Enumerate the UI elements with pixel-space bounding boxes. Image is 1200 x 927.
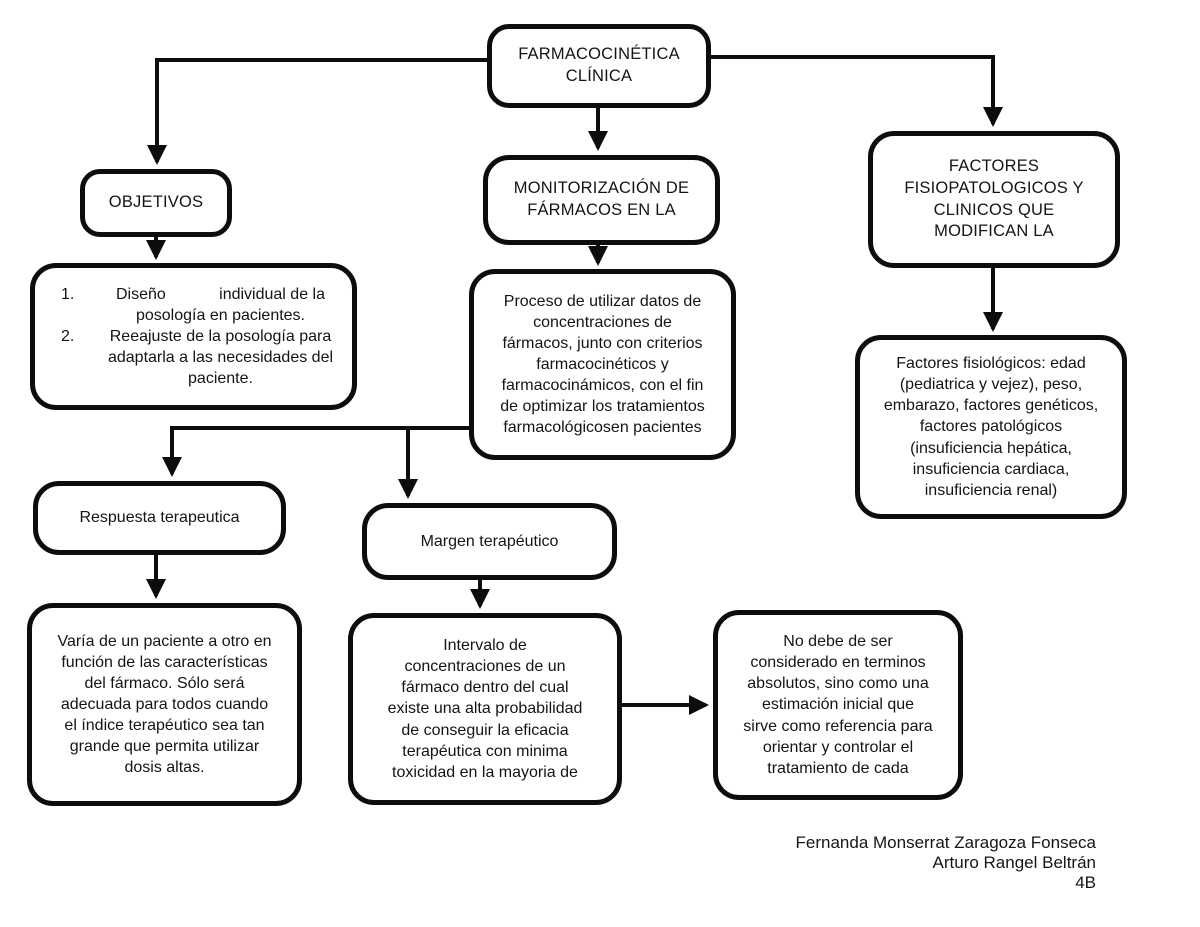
list-item: 2. Reeajuste de la posología para adapta… — [45, 326, 342, 389]
list-marker: 2. — [61, 327, 75, 345]
node-monitorizacion-label: MONITORIZACIÓN DE FÁRMACOS EN LA — [513, 179, 690, 219]
node-monitorizacion: MONITORIZACIÓN DE FÁRMACOS EN LA — [483, 155, 720, 245]
group-label: 4B — [1075, 873, 1096, 893]
node-margen-detail: Intervalo de concentraciones de un fárma… — [348, 613, 622, 805]
connector-title-factores — [711, 55, 1003, 127]
objetivos-list: 1. Diseño individual de la posología en … — [45, 284, 342, 390]
connector-proceso-respuesta — [162, 426, 469, 477]
node-objetivos: OBJETIVOS — [80, 169, 232, 237]
node-title-label: FARMACOCINÉTICA CLÍNICA — [518, 45, 680, 85]
node-margen-label: Margen terapéutico — [420, 532, 559, 550]
author-line-2: Arturo Rangel Beltrán — [932, 853, 1096, 873]
connector-title-objetivos — [147, 58, 487, 165]
list-item: 1. Diseño individual de la posología en … — [45, 284, 342, 326]
node-factores-label: FACTORES FISIOPATOLOGICOS Y CLINICOS QUE… — [904, 156, 1084, 241]
node-respuesta-detail: Varía de un paciente a otro en función d… — [27, 603, 302, 806]
node-respuesta-terapeutica: Respuesta terapeutica — [33, 481, 286, 555]
node-margen-terapeutico: Margen terapéutico — [362, 503, 617, 580]
node-proceso-detail: Proceso de utilizar datos de concentraci… — [469, 269, 736, 460]
node-respuesta-label: Respuesta terapeutica — [79, 509, 240, 527]
node-factores-detail: Factores fisiológicos: edad (pediatrica … — [855, 335, 1127, 519]
node-farmacocinetica-clinica: FARMACOCINÉTICA CLÍNICA — [487, 24, 711, 108]
node-margen-nota: No debe de ser considerado en terminos a… — [713, 610, 963, 800]
node-factores: FACTORES FISIOPATOLOGICOS Y CLINICOS QUE… — [868, 131, 1120, 268]
node-respuesta-text: Varía de un paciente a otro en función d… — [57, 632, 272, 777]
node-margen-nota-text: No debe de ser considerado en terminos a… — [743, 633, 933, 777]
list-text: Reeajuste de la posología para adaptarla… — [107, 327, 334, 388]
list-marker: 1. — [61, 285, 75, 303]
list-text: Diseño individual de la posología en pac… — [116, 285, 325, 324]
node-objetivos-label: OBJETIVOS — [108, 193, 204, 212]
node-factores-text: Factores fisiológicos: edad (pediatrica … — [883, 355, 1099, 499]
footer-credits: Fernanda Monserrat Zaragoza Fonseca Artu… — [796, 833, 1097, 893]
author-line-1: Fernanda Monserrat Zaragoza Fonseca — [795, 833, 1097, 852]
node-objetivos-detail: 1. Diseño individual de la posología en … — [30, 263, 357, 410]
node-margen-text: Intervalo de concentraciones de un fárma… — [387, 637, 583, 781]
node-proceso-text: Proceso de utilizar datos de concentraci… — [500, 292, 705, 437]
